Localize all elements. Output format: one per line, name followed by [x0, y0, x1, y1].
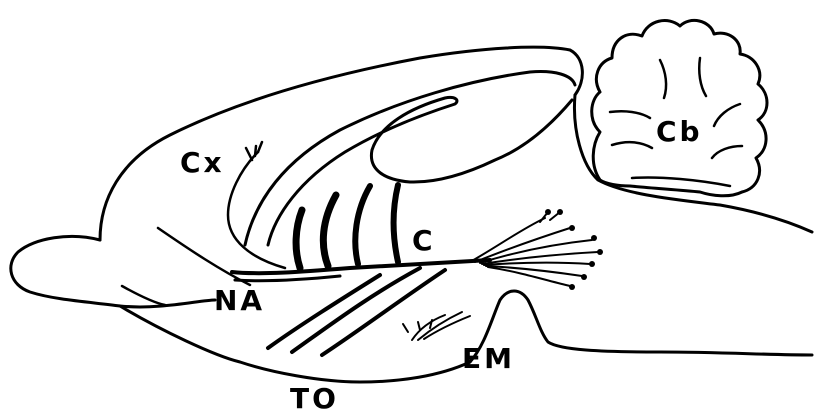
median-eminence-fibers: [403, 312, 470, 340]
label-cortex: Cx: [180, 146, 225, 179]
posterior-fibers: [470, 212, 598, 286]
label-olfactory-tubercle: TO: [290, 382, 339, 415]
nigrostriatal-bundle: [232, 185, 490, 355]
cerebrum-outline: [11, 47, 812, 382]
cerebellum: [592, 20, 767, 195]
label-cerebellum: Cb: [656, 115, 703, 148]
corpus-callosum: [245, 72, 575, 245]
label-caudate: C: [412, 224, 436, 257]
label-nucleus-accumbens: NA: [214, 284, 265, 317]
cortex-projection: [228, 142, 285, 268]
fiber-terminal-dots: [545, 209, 603, 290]
label-median-eminence: EM: [462, 342, 515, 375]
